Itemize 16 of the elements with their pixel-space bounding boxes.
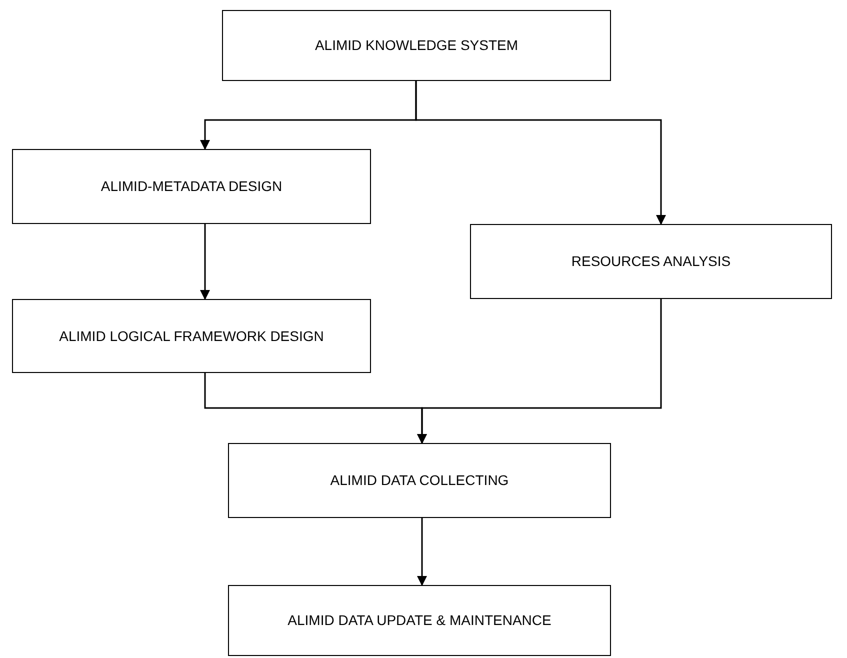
box-label: RESOURCES ANALYSIS [571, 252, 731, 271]
box-label: ALIMID LOGICAL FRAMEWORK DESIGN [59, 326, 324, 346]
box-label: ALIMID KNOWLEDGE SYSTEM [314, 36, 518, 55]
box-label: ALIMID-METADATA DESIGN [100, 177, 282, 196]
box-label: ALIMID DATA UPDATE & MAINTENANCE [288, 611, 552, 630]
process-box [228, 585, 611, 656]
process-box [12, 149, 371, 224]
arrow [200, 224, 210, 300]
process-box [222, 10, 611, 81]
box-label: ALIMID DATA COLLECTING [330, 471, 509, 490]
arrow [415, 81, 666, 225]
arrow [417, 299, 662, 444]
process-box [228, 443, 611, 518]
arrow [417, 518, 427, 586]
process-box [12, 299, 371, 373]
process-box [470, 224, 832, 299]
